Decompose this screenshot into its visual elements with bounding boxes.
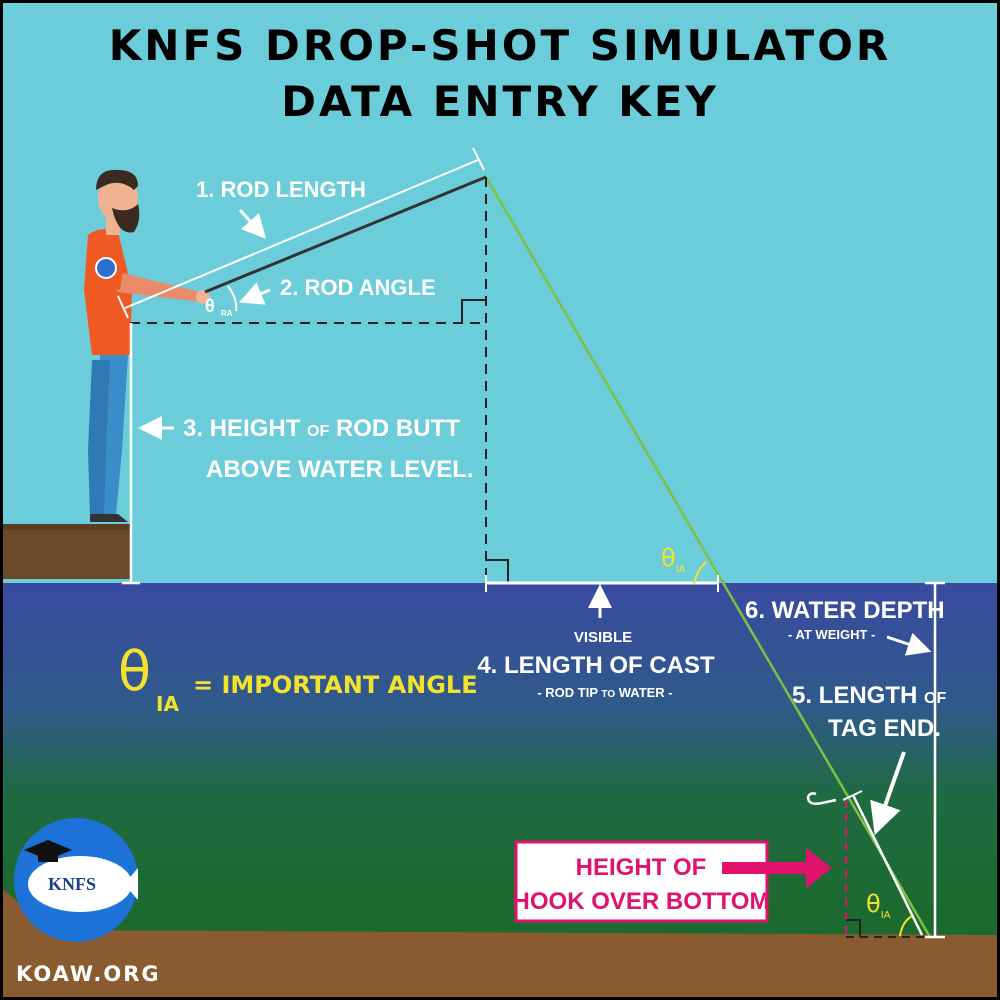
ia-arc-bottom (899, 915, 913, 937)
water (3, 583, 997, 940)
tag-end-measure (851, 794, 924, 936)
label-tag-line-2: TAG END. (828, 715, 941, 742)
ia-symbol-surface: θIA (661, 544, 686, 575)
rod-length-arrow (238, 208, 267, 239)
rod-length-measure (124, 159, 479, 309)
label-cast-sub: - ROD TIP TO WATER - (537, 685, 672, 700)
hook-icon (806, 792, 837, 805)
title-line-2: DATA ENTRY KEY (281, 77, 719, 126)
ia-legend-subscript: IA (156, 692, 179, 716)
tag-end-arrow (870, 751, 906, 836)
dock (3, 527, 131, 579)
fishing-line (484, 176, 932, 938)
rod-angle-arrow (238, 282, 271, 305)
label-tag-line-1: 5. LENGTH OF (792, 682, 946, 709)
label-rod-angle: 2. ROD ANGLE (280, 275, 436, 300)
label-height-line-1: 3. HEIGHT OF ROD BUTT (183, 415, 460, 442)
label-visible: VISIBLE (574, 629, 632, 646)
label-rod-length: 1. ROD LENGTH (196, 177, 366, 202)
label-height-line-2: ABOVE WATER LEVEL. (206, 456, 474, 483)
angler-figure (84, 169, 210, 522)
graduation-cap-icon (24, 840, 72, 860)
ia-legend-symbol: θ (118, 640, 151, 703)
website-url: KOAW.ORG (16, 962, 161, 986)
label-cast: 4. LENGTH OF CAST (477, 652, 715, 679)
label-hook-line-2: HOOK OVER BOTTOM (513, 888, 770, 915)
ia-arc-surface (693, 561, 707, 585)
knfs-logo: KNFS (14, 818, 138, 942)
hook-height-arrow (722, 848, 832, 888)
ia-legend-text: = IMPORTANT ANGLE (193, 671, 478, 699)
rod-angle-subscript: RA (221, 309, 233, 318)
label-water-depth-sub: - AT WEIGHT - (788, 627, 875, 642)
rod-angle-arc (227, 285, 238, 312)
title-line-1: KNFS DROP-SHOT SIMULATOR (109, 21, 892, 70)
water-depth-arrow (886, 632, 932, 656)
lake-bottom (3, 890, 997, 997)
logo-text: KNFS (48, 874, 96, 894)
label-water-depth: 6. WATER DEPTH (745, 597, 945, 624)
rod-angle-symbol: θ (205, 296, 215, 316)
fishing-rod (204, 175, 487, 294)
label-hook-line-1: HEIGHT OF (576, 854, 707, 881)
dock-top (3, 524, 131, 530)
hook-height-box (514, 840, 769, 923)
ia-symbol-bottom: θIA (866, 890, 891, 921)
